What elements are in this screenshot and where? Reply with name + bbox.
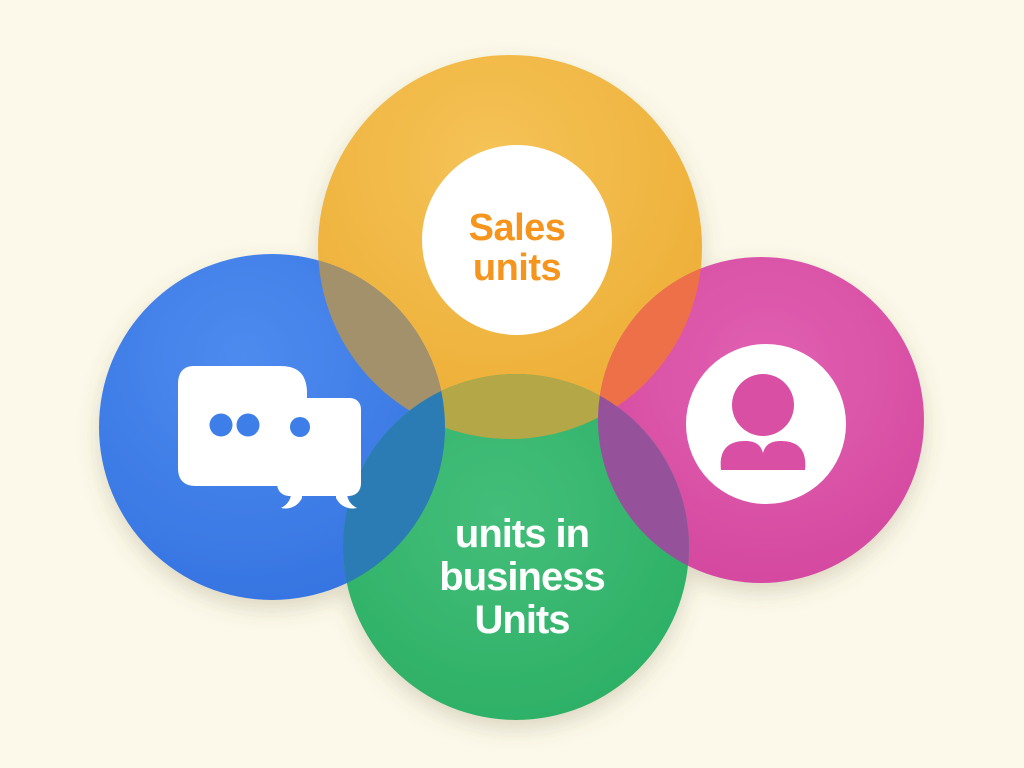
person-badge bbox=[686, 344, 846, 504]
chat-dot-2 bbox=[236, 413, 260, 437]
chat-bubble-small bbox=[277, 398, 361, 496]
chat-dot-1 bbox=[209, 413, 233, 437]
sales-white-circle bbox=[422, 145, 612, 335]
chat-bubble-foot-left bbox=[281, 493, 302, 509]
overlap-blue-green bbox=[343, 374, 445, 600]
chat-bubble-foot-right bbox=[336, 493, 357, 509]
sales-label-line1: Sales bbox=[469, 207, 566, 249]
chat-bubbles-icon bbox=[178, 366, 361, 509]
business-label: units in business Units bbox=[439, 512, 605, 642]
person-head bbox=[732, 374, 794, 436]
sales-label-line2: units bbox=[473, 247, 561, 289]
overlap-pink-green bbox=[598, 374, 689, 583]
person-shoulders bbox=[720, 441, 806, 470]
sales-badge: Sales units bbox=[422, 145, 612, 335]
business-label-line3: Units bbox=[475, 598, 570, 642]
business-label-line2: business bbox=[439, 555, 604, 599]
person-icon bbox=[720, 374, 806, 470]
chat-dot-3 bbox=[290, 417, 310, 437]
business-label-line1: units in bbox=[455, 512, 589, 556]
overlap-blue-yellow bbox=[318, 254, 445, 439]
